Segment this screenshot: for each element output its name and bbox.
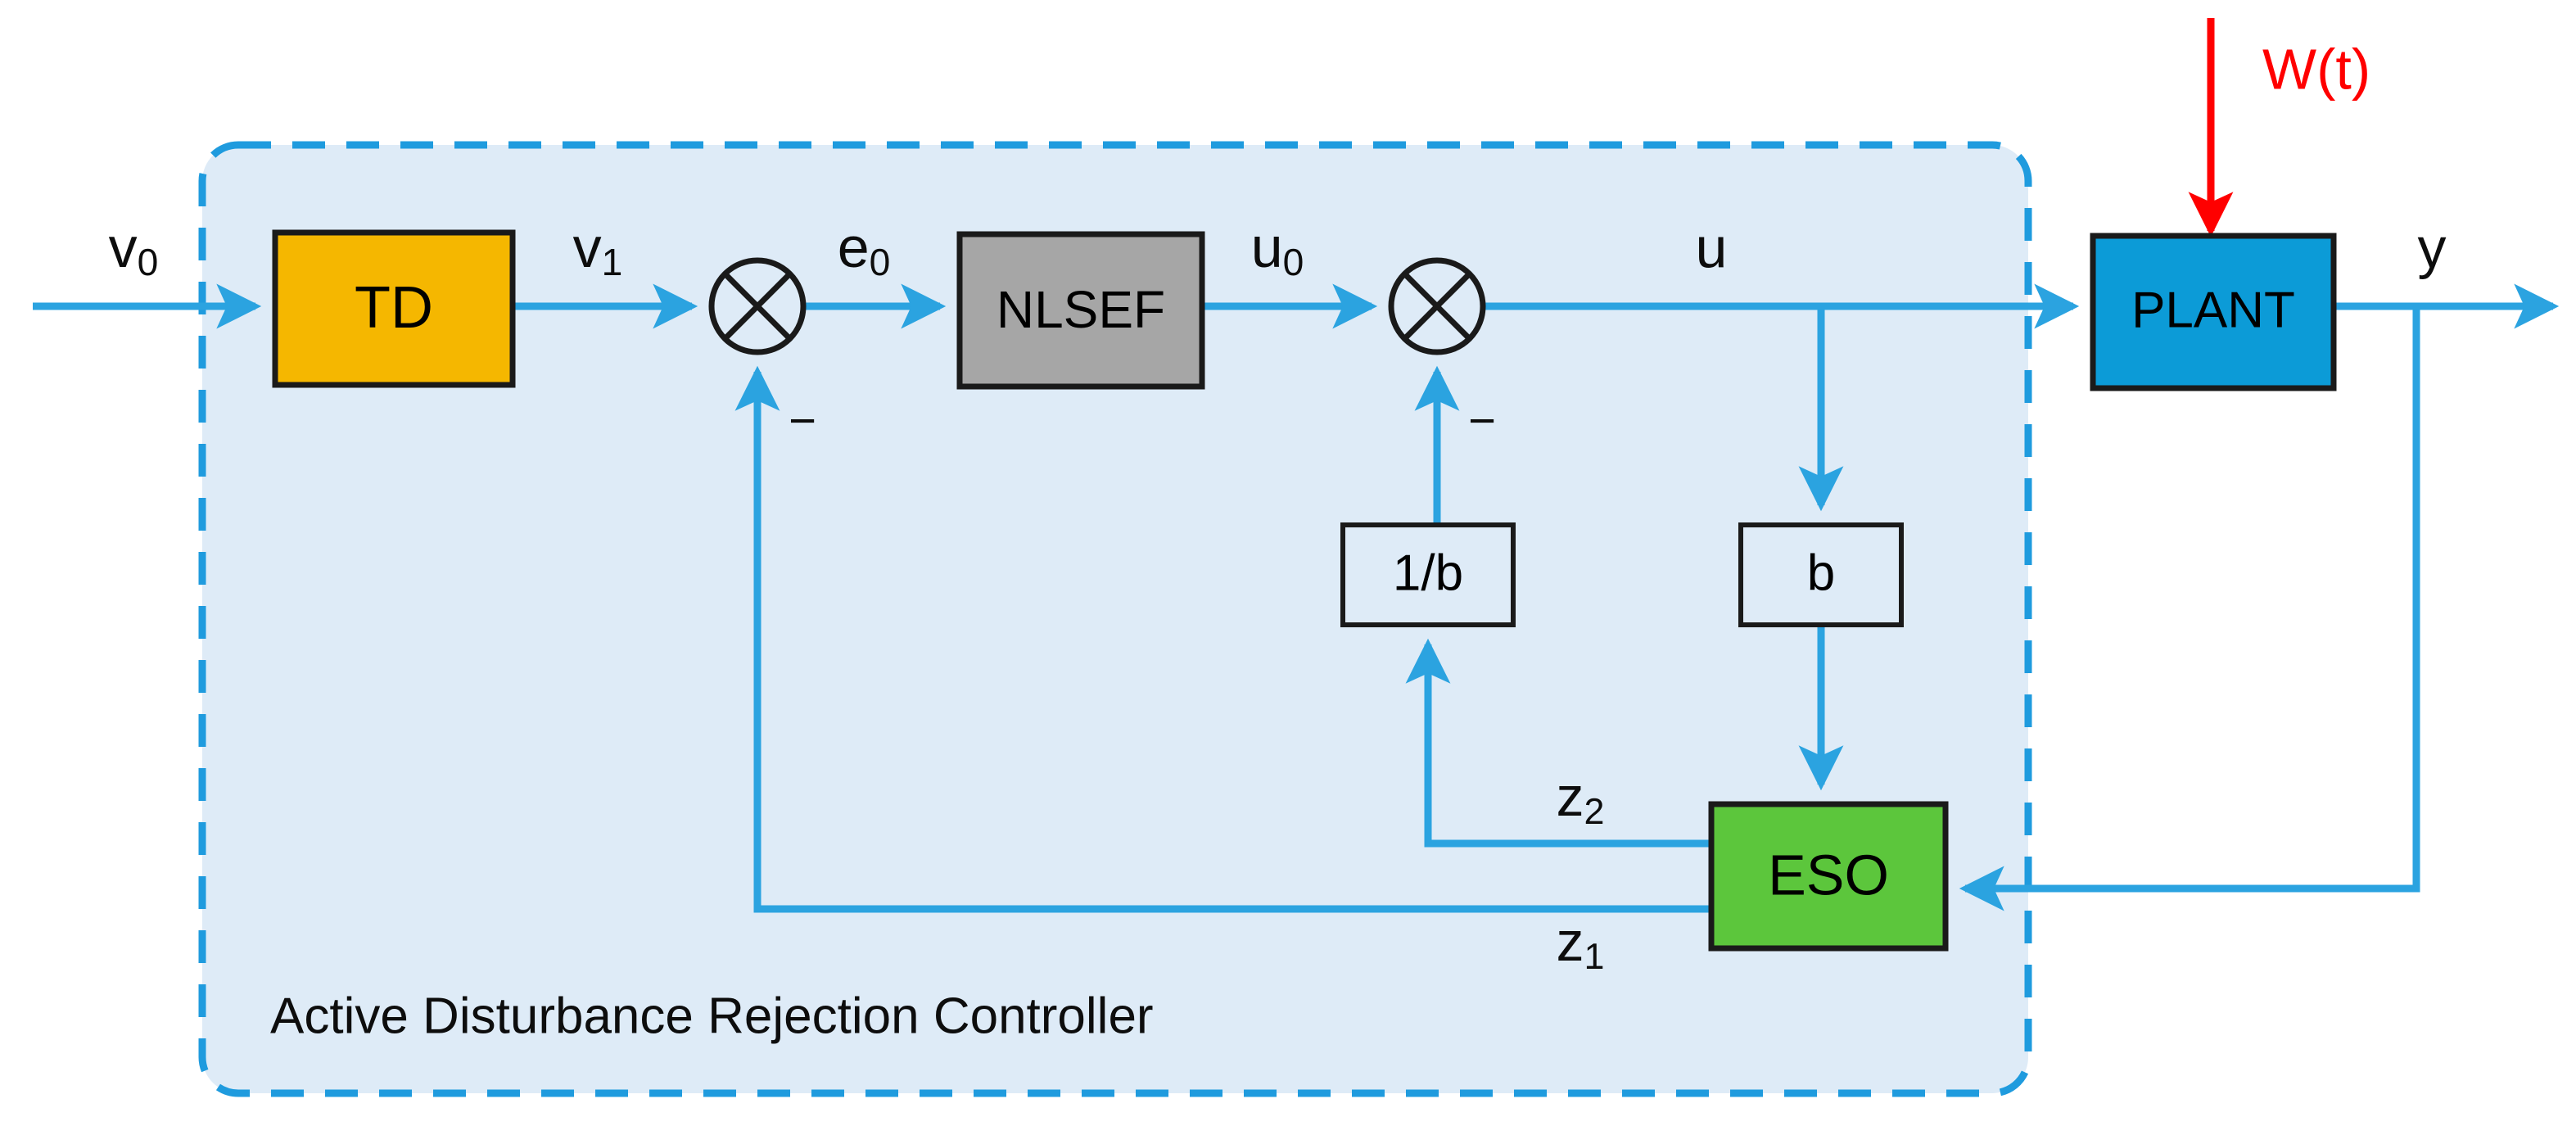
block-nlsef-label: NLSEF <box>997 280 1165 339</box>
signal-label-u0: u0 <box>1251 215 1304 283</box>
block-eso-rect[interactable] <box>1708 801 1949 952</box>
block-b-label: b <box>1807 545 1835 601</box>
block-plant[interactable]: PLANT <box>2090 233 2337 391</box>
wire-eso-z1-to-sum1 <box>734 365 1711 913</box>
summing-junction-1[interactable]: − <box>708 257 816 447</box>
wire-eso-z2-to-invb <box>1405 638 1711 848</box>
signal-label-u: u <box>1696 215 1728 279</box>
signal-label-e0: e0 <box>838 215 891 283</box>
blocks-group: TD NLSEF 1/b b ESO <box>272 229 2337 952</box>
summing-junctions: − − <box>708 257 1496 447</box>
block-eso[interactable]: ESO <box>1708 801 1949 952</box>
block-eso-label: ESO <box>1768 843 1889 907</box>
disturbance-label: W(t) <box>2262 37 2370 101</box>
block-plant-label: PLANT <box>2131 282 2295 338</box>
block-inverse-b[interactable]: 1/b <box>1340 522 1516 627</box>
block-td-label: TD <box>355 275 433 341</box>
summing-junction-2-cross-b <box>1402 271 1472 341</box>
block-inverse-b-rect[interactable] <box>1340 522 1516 627</box>
signal-label-y: y <box>2418 215 2447 279</box>
signal-wires <box>33 283 2560 913</box>
adrc-dashed-boundary <box>198 141 2032 1097</box>
summing-junction-2-minus: − <box>1468 394 1496 447</box>
summing-junction-1-minus: − <box>789 394 816 447</box>
signal-label-v0: v0 <box>109 215 159 283</box>
wire-y-feedback-to-eso <box>1959 306 2420 911</box>
summing-junction-2[interactable]: − <box>1388 257 1496 447</box>
block-td[interactable]: TD <box>272 229 516 388</box>
block-nlsef[interactable]: NLSEF <box>956 231 1205 390</box>
adrc-container <box>198 141 2032 1097</box>
block-nlsef-rect[interactable] <box>956 231 1205 390</box>
block-td-rect[interactable] <box>272 229 516 388</box>
signal-label-z1: z1 <box>1557 911 1605 977</box>
summing-junction-1-cross-b <box>722 271 793 341</box>
signal-label-z2: z2 <box>1557 766 1605 832</box>
block-inverse-b-label: 1/b <box>1393 545 1463 601</box>
signal-labels: v0 v1 e0 u0 u y z2 z1 <box>109 215 2447 976</box>
signal-label-v1: v1 <box>573 215 623 283</box>
block-b-rect[interactable] <box>1738 522 1904 627</box>
block-plant-rect[interactable] <box>2090 233 2337 391</box>
block-b[interactable]: b <box>1738 522 1904 627</box>
adrc-caption: Active Disturbance Rejection Controller <box>270 988 1154 1044</box>
disturbance-group: W(t) <box>2188 18 2370 237</box>
